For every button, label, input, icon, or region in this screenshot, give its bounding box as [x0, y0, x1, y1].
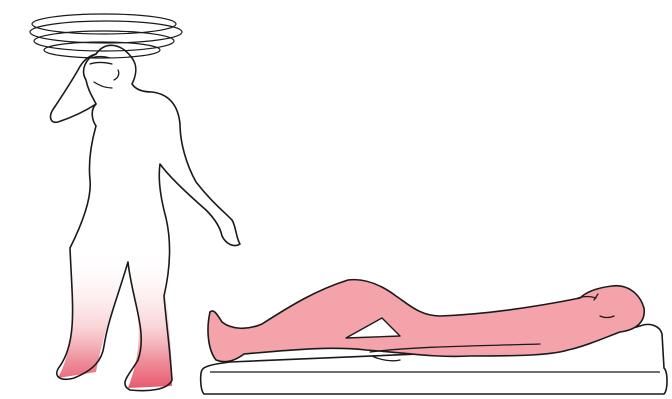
- leg-blood-pooling: [58, 248, 172, 388]
- hand-on-head-detail: [90, 57, 119, 89]
- dizziness-swirl-icon: [30, 14, 182, 58]
